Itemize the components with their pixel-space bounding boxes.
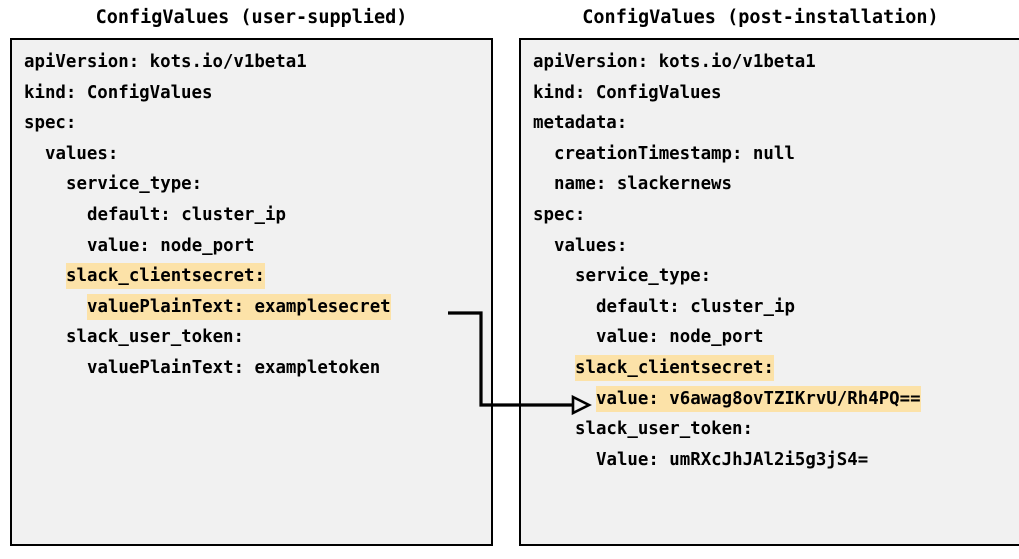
config-line: metadata: bbox=[533, 110, 627, 136]
config-line-text: values: bbox=[45, 143, 119, 164]
config-line: value: node_port bbox=[533, 324, 764, 350]
config-line: service_type: bbox=[533, 263, 711, 289]
config-line-text: spec: bbox=[24, 113, 77, 134]
right-config-lines: apiVersion: kots.io/v1beta1 kind: ConfigV… bbox=[521, 40, 1019, 544]
left-panel-title: ConfigValues (user-supplied) bbox=[95, 7, 408, 28]
config-line-text-highlighted: valuePlainText: examplesecret bbox=[87, 293, 391, 320]
right-config-box: apiVersion: kots.io/v1beta1 kind: ConfigV… bbox=[519, 38, 1019, 546]
config-line: spec: bbox=[533, 202, 585, 228]
config-line: value: v6awag8ovTZIKrvU/Rh4PQ== bbox=[533, 385, 921, 412]
config-line: apiVersion: kots.io/v1beta1 bbox=[24, 49, 307, 75]
config-line: slack_user_token: bbox=[24, 324, 244, 350]
config-line: default: cluster_ip bbox=[24, 202, 286, 228]
config-line: slack_user_token: bbox=[533, 416, 753, 442]
config-line: slack_clientsecret: bbox=[24, 263, 265, 290]
config-line: valuePlainText: exampletoken bbox=[24, 355, 380, 381]
config-line-text: creationTimestamp: null bbox=[554, 143, 795, 164]
config-line-text: apiVersion: kots.io/v1beta1 bbox=[533, 52, 816, 72]
config-line-text: metadata: bbox=[533, 113, 628, 134]
right-panel-title: ConfigValues (post-installation) bbox=[582, 7, 939, 28]
config-line-text: spec: bbox=[533, 205, 586, 225]
config-line-text: kind: ConfigValues bbox=[533, 82, 722, 103]
config-line: name: slackernews bbox=[533, 171, 732, 197]
config-line: spec: bbox=[24, 110, 76, 136]
config-line: apiVersion: kots.io/v1beta1 bbox=[533, 49, 816, 75]
config-line-text: Value: umRXcJhJAl2i5g3jS4= bbox=[596, 449, 869, 470]
config-line: valuePlainText: examplesecret bbox=[24, 293, 391, 320]
config-line-text: slack_user_token: bbox=[575, 419, 753, 440]
config-line-text-highlighted: value: v6awag8ovTZIKrvU/Rh4PQ== bbox=[596, 385, 921, 412]
config-line-text: name: slackernews bbox=[554, 174, 732, 195]
config-line-text: value: node_port bbox=[87, 235, 255, 256]
config-line: kind: ConfigValues bbox=[533, 80, 721, 106]
config-line: value: node_port bbox=[24, 233, 255, 259]
config-line: service_type: bbox=[24, 171, 202, 197]
config-line: creationTimestamp: null bbox=[533, 141, 795, 167]
config-line-text: apiVersion: kots.io/v1beta1 bbox=[24, 52, 307, 72]
config-line-text-highlighted: slack_clientsecret: bbox=[575, 355, 774, 381]
config-line-text: kind: ConfigValues bbox=[24, 82, 213, 103]
config-line: values: bbox=[24, 141, 118, 167]
config-line-text: valuePlainText: exampletoken bbox=[87, 358, 381, 378]
config-line: default: cluster_ip bbox=[533, 294, 795, 320]
left-config-lines: apiVersion: kots.io/v1beta1 kind: ConfigV… bbox=[12, 40, 491, 544]
config-line-text: default: cluster_ip bbox=[87, 205, 286, 225]
config-line-text: values: bbox=[554, 235, 628, 256]
left-config-box: apiVersion: kots.io/v1beta1 kind: ConfigV… bbox=[10, 38, 493, 546]
config-line-text: service_type: bbox=[66, 174, 203, 195]
config-line: slack_clientsecret: bbox=[533, 355, 774, 381]
config-line: kind: ConfigValues bbox=[24, 80, 212, 106]
config-line-text: default: cluster_ip bbox=[596, 296, 795, 317]
config-line: values: bbox=[533, 233, 627, 259]
config-line-text: slack_user_token: bbox=[66, 327, 244, 348]
config-line-text: service_type: bbox=[575, 266, 712, 287]
config-line-text-highlighted: slack_clientsecret: bbox=[66, 263, 265, 290]
config-line-text: value: node_port bbox=[596, 327, 764, 348]
config-line: Value: umRXcJhJAl2i5g3jS4= bbox=[533, 447, 868, 473]
